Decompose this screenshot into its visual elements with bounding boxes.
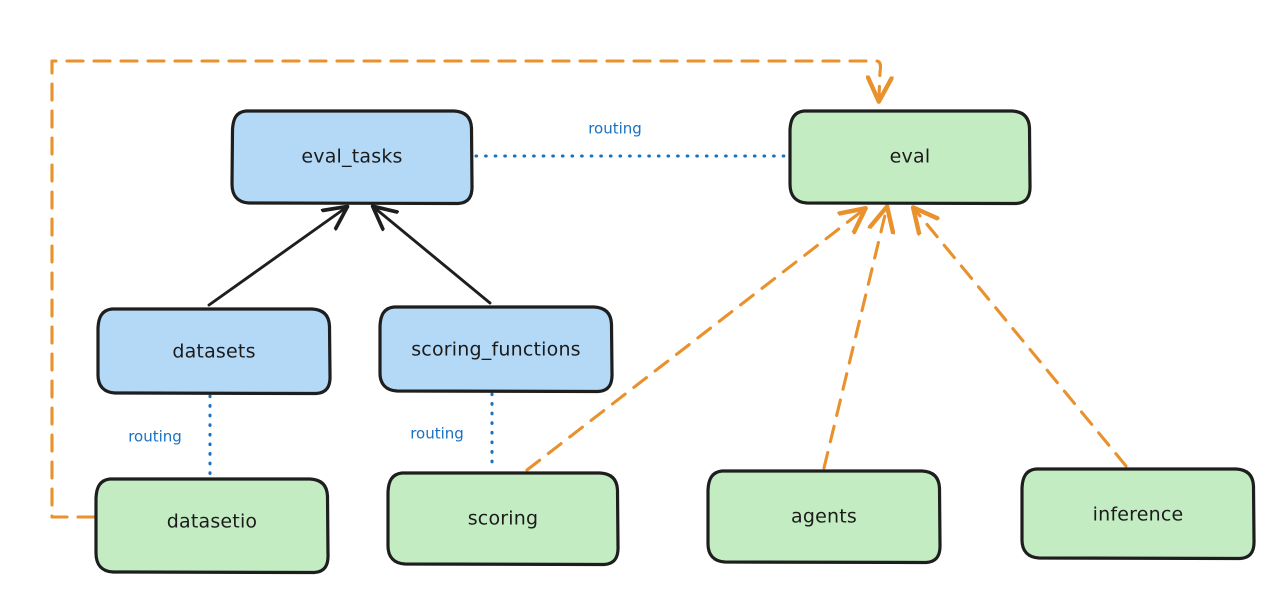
- node-eval[interactable]: eval: [788, 109, 1032, 206]
- node-datasets[interactable]: datasets: [96, 307, 332, 396]
- edge-agents-eval: [822, 211, 886, 470]
- edge-inference-eval: [916, 211, 1128, 468]
- node-label-scoring_functions: scoring_functions: [411, 339, 581, 361]
- node-label-inference: inference: [1093, 504, 1184, 526]
- node-label-eval_tasks: eval_tasks: [301, 146, 402, 168]
- edge-label-routing-eval: routing: [588, 120, 642, 138]
- node-label-agents: agents: [791, 506, 857, 528]
- node-eval_tasks[interactable]: eval_tasks: [230, 109, 474, 206]
- node-agents[interactable]: agents: [706, 469, 942, 565]
- node-datasetio[interactable]: datasetio: [94, 477, 330, 575]
- edge-label-routing-datasetio: routing: [128, 428, 182, 446]
- node-scoring_functions[interactable]: scoring_functions: [378, 305, 614, 394]
- node-label-eval: eval: [890, 146, 931, 168]
- edge-datasetio-eval: [50, 59, 881, 519]
- edge-scoring_functions-eval_tasks: [376, 209, 492, 305]
- edge-datasets-eval_tasks: [207, 209, 344, 307]
- node-label-datasetio: datasetio: [167, 511, 258, 533]
- node-scoring[interactable]: scoring: [386, 471, 620, 567]
- node-label-scoring: scoring: [468, 508, 539, 530]
- node-label-datasets: datasets: [172, 341, 255, 363]
- edge-scoring-eval: [525, 211, 862, 472]
- node-inference[interactable]: inference: [1020, 467, 1256, 561]
- edge-label-routing-scoring: routing: [410, 425, 464, 443]
